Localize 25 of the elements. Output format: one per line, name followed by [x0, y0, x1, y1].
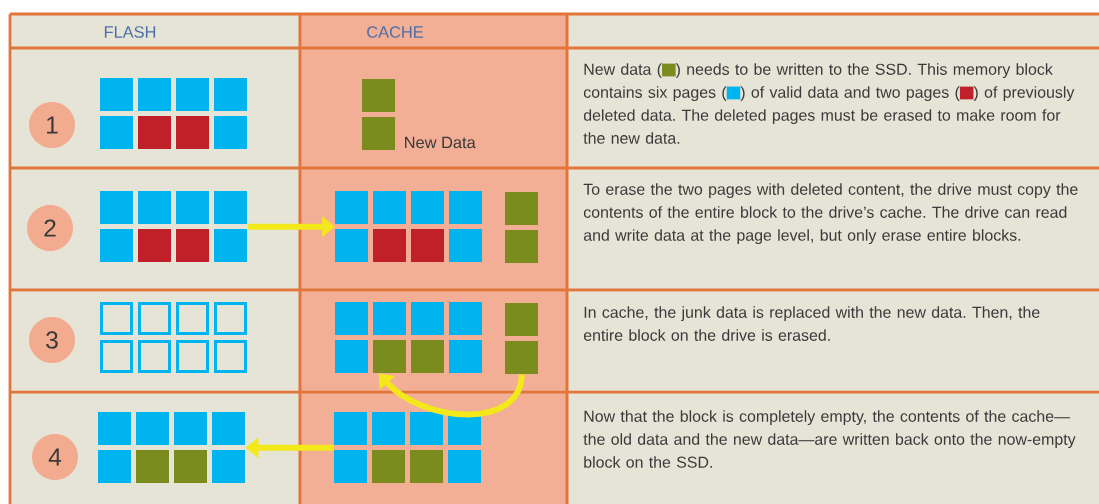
page-block-drawing [335, 302, 482, 373]
block-caption: New Data [405, 136, 476, 149]
column-header: CACHE [367, 26, 423, 38]
label: ) needs to be written to the SSD. This memory block [675, 63, 1053, 79]
description-text: Now that the block is completely empty, the contents of the cache—the old data and the new data—are written back onto the now-empty block on the SSD. [583, 410, 1076, 468]
label: New data ( [584, 63, 662, 79]
label: ) of valid data and two pages ( [740, 86, 960, 102]
description-text: In cache, the junk data is replaced with the new data. Then, the entire block on the drive is erased. [583, 306, 1040, 341]
arrow [378, 373, 525, 418]
page-block-drawing [100, 191, 247, 262]
description-text: New data ( ) needs to be written to the SSD. This memory block contains six pages ( ) of valid data and two pages ( ) of previously deleted data. The deleted pages must be erased to make room for the new data. [583, 63, 1075, 144]
page-block-drawing [100, 302, 247, 373]
page-block-drawing [98, 412, 245, 483]
label: deleted data. The deleted pages must be erased to make room for [583, 109, 1061, 125]
page-block-drawing [505, 192, 538, 263]
page-block-drawing [335, 191, 482, 262]
label: ) of previously [973, 86, 1075, 102]
label: contains six pages ( [583, 86, 727, 102]
page-block-drawing [100, 78, 247, 149]
page-block-drawing [334, 412, 481, 483]
label: the new data. [583, 132, 680, 144]
description-text: To erase the two pages with deleted content, the drive must copy the contents of the entire block to the drive’s cache. The drive can read and write data at the page level, but only erase entire blocks. [583, 183, 1078, 244]
column-header: FLASH [104, 26, 156, 38]
page-block-drawing [505, 303, 538, 374]
page-block-drawing [362, 79, 395, 150]
